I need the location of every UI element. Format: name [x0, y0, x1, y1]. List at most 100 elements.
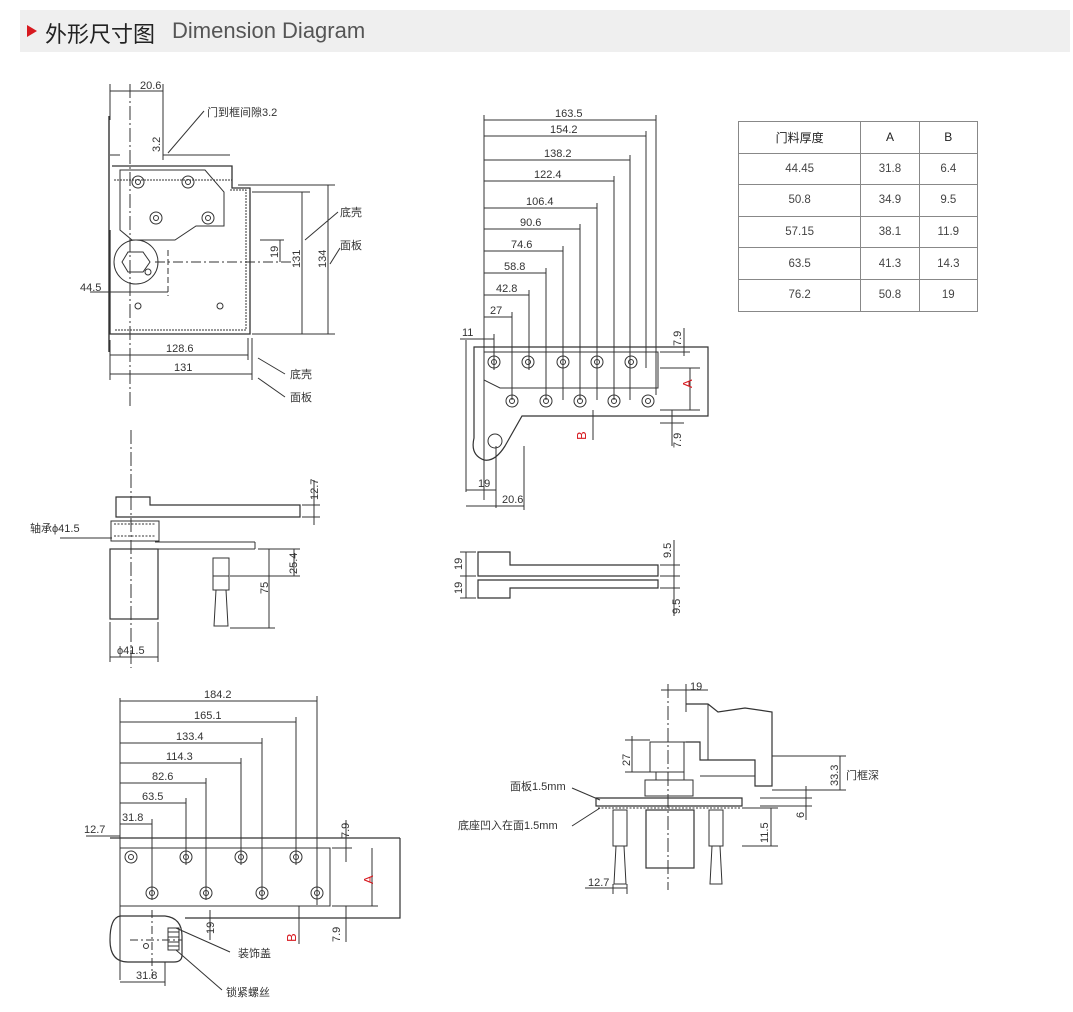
dim-6: 6 — [795, 812, 807, 818]
table-cell: 6.4 — [918, 152, 979, 186]
label-screw: 锁紧螺丝 — [226, 985, 270, 999]
label-b-v5: B — [284, 933, 299, 942]
dim-154-2: 154.2 — [550, 124, 578, 136]
dim-122-4: 122.4 — [534, 169, 562, 181]
table-cell: 50.8 — [860, 278, 920, 312]
table-row: 44.45 31.8 6.4 — [737, 152, 979, 186]
label-shell-2: 底壳 — [290, 367, 312, 381]
dim-33-3: 33.3 — [829, 765, 841, 786]
table-cell: 31.8 — [860, 152, 920, 186]
dim-7-9-a: 7.9 — [672, 331, 684, 346]
table-cell: 19 — [918, 278, 979, 312]
label-gap: 门到框间隙3.2 — [207, 105, 277, 119]
table-cell: 34.9 — [860, 184, 920, 217]
dim-27: 27 — [490, 305, 502, 317]
label-bearing: 轴承ϕ41.5 — [30, 521, 80, 535]
dim-131-h: 131 — [174, 362, 192, 374]
dim-phi-41-5: ϕ41.5 — [117, 645, 145, 657]
view-hole-pattern-2: 184.2 165.1 133.4 114.3 82.6 63.5 31.8 1… — [84, 689, 401, 999]
dim-19-a-v4: 19 — [453, 558, 465, 570]
view-hole-pattern: 163.5 154.2 138.2 122.4 106.4 90.6 74.6 … — [460, 108, 709, 510]
th-a: A — [860, 121, 920, 154]
label-a: A — [680, 379, 695, 388]
dim-44-5: 44.5 — [80, 282, 101, 294]
dim-31-8-b: 31.8 — [136, 970, 157, 982]
table-cell: 63.5 — [737, 247, 862, 280]
section-header: 外形尺寸图 Dimension Diagram — [20, 10, 1070, 52]
dim-7-9-b: 7.9 — [672, 433, 684, 448]
label-panel: 面板 — [340, 238, 362, 252]
dim-82-6: 82.6 — [152, 771, 173, 783]
dim-ladder-3: 163.5 154.2 138.2 122.4 106.4 90.6 74.6 … — [484, 108, 657, 400]
dim-42-8: 42.8 — [496, 283, 517, 295]
dim-131-v: 131 — [291, 250, 303, 268]
play-triangle-icon — [27, 25, 37, 37]
table-header-row: 门料厚度 A B — [737, 121, 979, 154]
dim-7-9-b-v5: 7.9 — [331, 927, 343, 942]
view-section: 19 27 33.3 门框深 6 11.5 面板1.5mm 底座凹入在面1.5m… — [458, 681, 879, 894]
dim-7-9-a-v5: 7.9 — [340, 823, 352, 838]
table-cell: 11.9 — [918, 215, 979, 249]
holes-row-1 — [487, 355, 638, 369]
view-side: 轴承ϕ41.5 12.7 25.4 75 ϕ41.5 — [30, 430, 321, 668]
holes-row-3 — [124, 850, 303, 864]
dim-25-4: 25.4 — [288, 553, 300, 574]
view-plan-top: 20.6 门到框间隙3.2 3.2 44.5 19 131 134 底壳 — [80, 80, 362, 408]
label-b: B — [574, 431, 589, 440]
label-base-recess: 底座凹入在面1.5mm — [458, 818, 558, 832]
dim-134-v: 134 — [317, 250, 329, 268]
dim-19-v3: 19 — [478, 478, 490, 490]
table-cell: 38.1 — [860, 215, 920, 249]
holes-row-2 — [505, 394, 655, 408]
dim-12-7-v6: 12.7 — [588, 877, 609, 889]
table-cell: 57.15 — [737, 215, 862, 249]
table-cell: 50.8 — [737, 184, 862, 217]
table-row: 63.5 41.3 14.3 — [737, 247, 979, 280]
dim-11: 11 — [462, 327, 473, 339]
spec-table: 门料厚度 A B 44.45 31.8 6.4 50.8 34.9 9.5 57… — [737, 121, 979, 312]
view-end: 19 19 9.5 9.5 — [453, 540, 683, 616]
dim-58-8: 58.8 — [504, 261, 525, 273]
dim-163-5: 163.5 — [555, 108, 583, 120]
dim-9-5-a: 9.5 — [662, 543, 674, 558]
dim-top-width: 20.6 — [140, 80, 161, 92]
dim-184-2: 184.2 — [204, 689, 232, 701]
dim-20-6-v3: 20.6 — [502, 494, 523, 506]
dim-75: 75 — [259, 582, 271, 594]
dim-19-v5: 19 — [205, 922, 217, 934]
label-cover: 装饰盖 — [238, 946, 271, 960]
table-row: 50.8 34.9 9.5 — [737, 184, 979, 217]
dim-11-5: 11.5 — [759, 822, 771, 843]
dim-133-4: 133.4 — [176, 731, 204, 743]
dim-27-v6: 27 — [621, 754, 633, 766]
dim-9-5-b: 9.5 — [671, 599, 683, 614]
label-a-v5: A — [361, 875, 376, 884]
title-en: Dimension Diagram — [172, 18, 366, 43]
dim-19: 19 — [269, 246, 281, 258]
table-cell: 14.3 — [918, 247, 979, 280]
dim-12-7-v5: 12.7 — [84, 824, 105, 836]
table-cell: 9.5 — [918, 184, 979, 217]
dim-31-8: 31.8 — [122, 812, 143, 824]
table-cell: 41.3 — [860, 247, 920, 280]
dim-74-6: 74.6 — [511, 239, 532, 251]
dim-19-v6: 19 — [690, 681, 702, 693]
th-thickness: 门料厚度 — [737, 121, 862, 154]
dim-ladder-5: 184.2 165.1 133.4 114.3 82.6 63.5 31.8 — [120, 689, 318, 905]
title-cn: 外形尺寸图 — [45, 23, 156, 48]
dim-114-3: 114.3 — [166, 751, 193, 763]
dim-165-1: 165.1 — [194, 710, 222, 722]
dim-19-b-v4: 19 — [453, 582, 465, 594]
th-b: B — [918, 121, 979, 154]
label-frame-depth: 门框深 — [846, 768, 879, 782]
dim-138-2: 138.2 — [544, 148, 572, 160]
dim-128-6: 128.6 — [166, 343, 194, 355]
label-panel-1-5: 面板1.5mm — [510, 779, 566, 793]
holes-row-4 — [145, 886, 324, 900]
table-cell: 44.45 — [737, 152, 862, 186]
label-panel-2: 面板 — [290, 390, 312, 404]
dim-90-6: 90.6 — [520, 217, 541, 229]
table-cell: 76.2 — [737, 278, 862, 312]
dim-12-7: 12.7 — [309, 479, 321, 500]
